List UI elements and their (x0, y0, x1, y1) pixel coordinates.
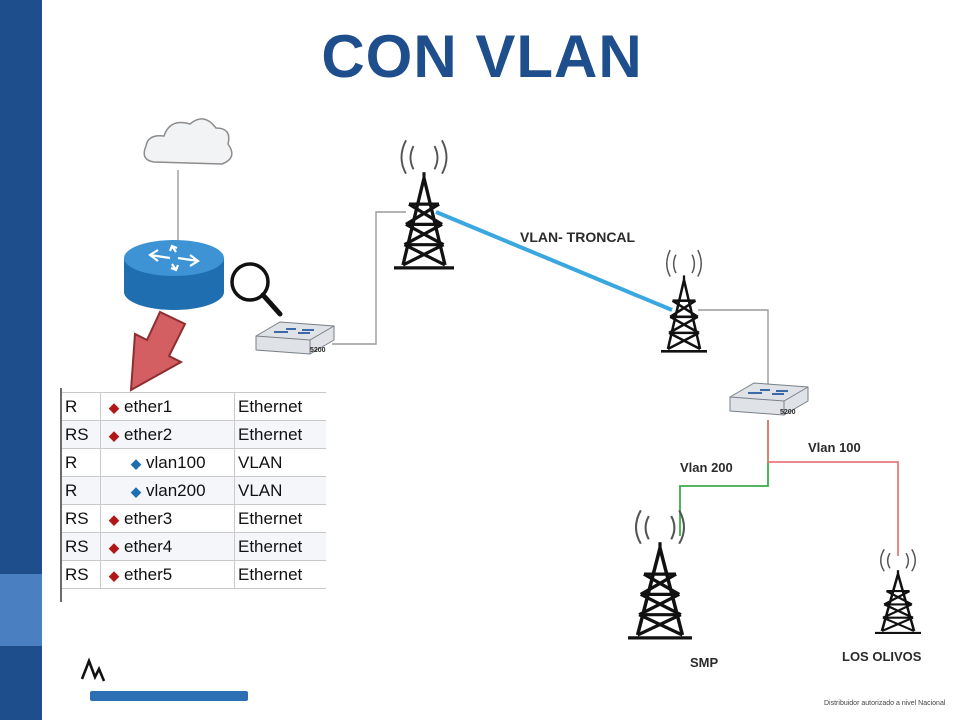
interface-type: Ethernet (234, 420, 326, 449)
interface-name-cell: ◆ vlan100 (100, 448, 235, 477)
interface-flag: RS (62, 420, 101, 449)
interface-name: ether3 (124, 508, 173, 528)
interface-name-cell: ◆ ether1 (100, 392, 235, 421)
tower-b-downlink (698, 309, 769, 390)
interface-name-cell: ◆ ether4 (100, 532, 235, 561)
trunk-link (435, 210, 673, 312)
site-smp-label: SMP (690, 655, 719, 670)
interface-name: ether2 (124, 424, 173, 444)
switch-icon-a: 5200 (255, 321, 335, 355)
interface-name-cell: ◆ vlan200 (100, 476, 235, 505)
interface-flag: R (62, 392, 101, 421)
interface-type: Ethernet (234, 560, 326, 589)
table-row[interactable]: RS ◆ ether2 Ethernet (62, 420, 326, 449)
vlan100-link (767, 420, 899, 556)
table-row[interactable]: R ◆ vlan100 VLAN (62, 448, 326, 477)
interface-type: Ethernet (234, 532, 326, 561)
ethernet-interface-icon: ◆ (109, 427, 119, 443)
trunk-link-label: VLAN- TRONCAL (520, 229, 636, 245)
magnifier-icon (230, 262, 283, 317)
interface-flag: RS (62, 560, 101, 589)
tower-icon-relay (659, 248, 709, 353)
tower-icon-main (392, 138, 456, 270)
switch-a-uplink (332, 211, 406, 345)
page-title: CON VLAN (321, 23, 643, 90)
table-row[interactable]: RS ◆ ether4 Ethernet (62, 532, 326, 561)
vlan-interface-icon: ◆ (131, 483, 141, 499)
arrow-down-icon (129, 310, 187, 392)
interface-name: ether4 (124, 536, 173, 556)
table-row[interactable]: R ◆ ether1 Ethernet (62, 392, 326, 421)
tower-icon-los-olivos (873, 548, 923, 635)
interface-name-cell: ◆ ether5 (100, 560, 235, 589)
vlan-interface-icon: ◆ (131, 455, 141, 471)
left-accent-block (0, 574, 42, 646)
interface-name: vlan100 (146, 452, 206, 472)
table-row[interactable]: R ◆ vlan200 VLAN (62, 476, 326, 505)
company-logo (80, 655, 110, 690)
switch-icon-b: 5200 (729, 382, 809, 416)
ethernet-interface-icon: ◆ (109, 539, 119, 555)
interface-type: VLAN (234, 448, 326, 477)
interface-name-cell: ◆ ether2 (100, 420, 235, 449)
router-icon (124, 240, 224, 310)
interface-name-cell: ◆ ether3 (100, 504, 235, 533)
tower-icon-smp (626, 508, 694, 640)
interface-type: VLAN (234, 476, 326, 505)
interface-flag: RS (62, 504, 101, 533)
table-left-border (60, 388, 62, 602)
interface-flag: RS (62, 532, 101, 561)
footer-note: Distribuidor autorizado a nivel Nacional (824, 700, 946, 707)
interface-type: Ethernet (234, 504, 326, 533)
cloud-icon (143, 118, 233, 165)
interface-type: Ethernet (234, 392, 326, 421)
vlan200-link (679, 420, 769, 536)
switch-b-label: 5200 (780, 409, 796, 416)
interface-name: ether5 (124, 564, 173, 584)
table-row[interactable]: RS ◆ ether3 Ethernet (62, 504, 326, 533)
switch-a-label: 5200 (310, 347, 326, 354)
logo-wave-icon (80, 657, 106, 682)
ethernet-interface-icon: ◆ (109, 511, 119, 527)
ethernet-interface-icon: ◆ (109, 567, 119, 583)
ethernet-interface-icon: ◆ (109, 399, 119, 415)
interface-flag: R (62, 476, 101, 505)
interface-flag: R (62, 448, 101, 477)
site-los-olivos-label: LOS OLIVOS (842, 649, 922, 664)
logo-bar (90, 691, 248, 701)
interface-name: ether1 (124, 396, 173, 416)
vlan200-label: Vlan 200 (680, 460, 733, 475)
table-row[interactable]: RS ◆ ether5 Ethernet (62, 560, 326, 589)
vlan100-label: Vlan 100 (808, 440, 861, 455)
interface-name: vlan200 (146, 480, 206, 500)
